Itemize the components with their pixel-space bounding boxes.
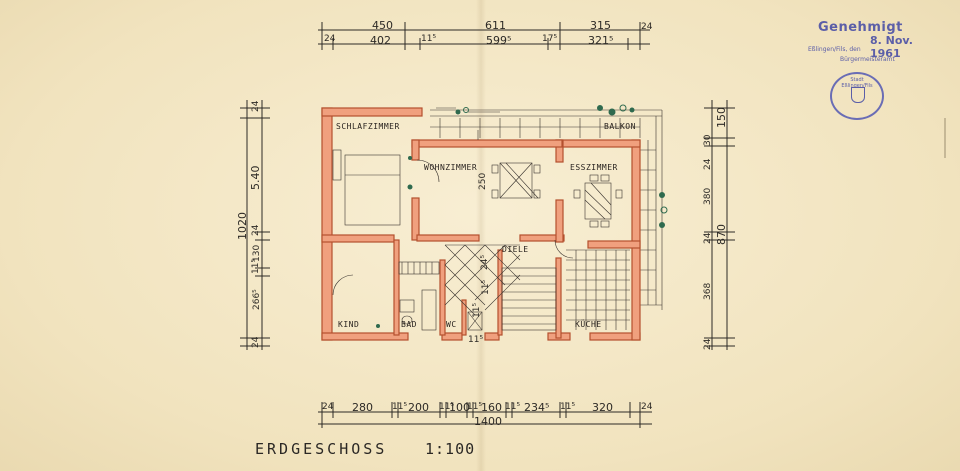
interior-details — [332, 107, 630, 331]
dim-top-3215: 321⁵ — [588, 34, 613, 47]
dim-room-height: 250 — [478, 173, 488, 190]
dim-inner-245: 24⁵ — [480, 255, 490, 270]
drawing-title: ERDGESCHOSS — [255, 440, 388, 458]
seal-text: Stadt Eßlingen/Fils — [841, 77, 873, 89]
label-bad: BAD — [401, 320, 417, 329]
top-dimension-chain: 450 611 315 402 11⁵ 599⁵ 17⁵ 321⁵ 24 24 — [318, 19, 653, 50]
dim-left-24a: 24 — [251, 100, 261, 112]
dim-bottom-100: 100 — [449, 401, 470, 414]
dim-top-115a: 11⁵ — [421, 34, 436, 44]
dim-bottom-320: 320 — [592, 401, 613, 414]
dim-left-24b: 24 — [251, 224, 261, 236]
dim-left-2665: 266⁵ — [252, 289, 262, 310]
dim-bottom-115b: 11⁵ — [439, 402, 454, 412]
dim-top-5995: 599⁵ — [486, 34, 511, 47]
dim-inner-115c: 11⁵ — [468, 335, 483, 345]
dim-top-175: 17⁵ — [542, 34, 557, 44]
right-dimension-chain: 150 30 24 380 24 368 24 870 — [703, 100, 735, 350]
dim-bottom-115e: 11⁵ — [560, 402, 575, 412]
dim-top-24-left: 24 — [324, 34, 336, 44]
inner-dimensions: 250 24⁵ 11⁵ 11⁵ 11⁵ — [468, 173, 491, 345]
dim-bottom-115a: 11⁵ — [392, 402, 407, 412]
dim-left-130: 130 — [252, 245, 262, 262]
seal-shield-icon — [851, 87, 865, 103]
stamp-office: Bürgermeisteramt — [840, 56, 895, 63]
stamp-place: Eßlingen/Fils, den — [808, 46, 861, 53]
dim-bottom-200: 200 — [408, 401, 429, 414]
dim-right-870: 870 — [715, 224, 728, 245]
dim-bottom-115c: 11⁵ — [467, 402, 482, 412]
dim-bottom-280: 280 — [352, 401, 373, 414]
dim-bottom-115d: 11⁵ — [505, 402, 520, 412]
city-seal: Stadt Eßlingen/Fils — [830, 72, 884, 120]
dim-right-380: 380 — [703, 188, 713, 205]
stamp-date: 8. Nov. 1961 — [870, 34, 913, 60]
balcony: BALKON — [430, 104, 668, 310]
walls — [321, 107, 641, 341]
edge-mark — [944, 118, 946, 158]
dim-top-611: 611 — [485, 19, 506, 32]
dim-bottom-24b: 24 — [641, 402, 653, 412]
dim-bottom-24a: 24 — [322, 402, 334, 412]
drawing-scale: 1:100 — [425, 440, 476, 458]
label-wohnzimmer: WOHNZIMMER — [424, 163, 477, 172]
dim-right-24c: 24 — [703, 338, 713, 350]
dim-right-368: 368 — [703, 283, 713, 300]
dim-top-315: 315 — [590, 19, 611, 32]
label-esszimmer: ESSZIMMER — [570, 163, 618, 172]
label-wc: WC — [446, 320, 457, 329]
label-schlafzimmer: SCHLAFZIMMER — [336, 122, 400, 131]
dim-top-450: 450 — [372, 19, 393, 32]
label-balkon: BALKON — [604, 122, 636, 131]
dim-left-1020: 1020 — [236, 212, 249, 240]
dim-left-24c: 24 — [251, 336, 261, 348]
left-dimension-chain: 24 5.40 24 130 11⁵ 266⁵ 24 1020 — [236, 100, 270, 350]
bottom-dimension-chain: 24 280 11⁵ 200 11⁵ 100 11⁵ 160 11⁵ 234⁵ … — [318, 401, 653, 428]
dim-right-30: 30 — [703, 134, 713, 146]
dim-inner-115a: 11⁵ — [481, 280, 491, 295]
dim-top-402: 402 — [370, 34, 391, 47]
page-fold — [476, 0, 486, 471]
dim-right-24b: 24 — [703, 232, 713, 244]
dim-left-540: 5.40 — [249, 166, 262, 191]
approval-stamp: Genehmigt 8. Nov. 1961 Eßlingen/Fils, de… — [808, 20, 933, 75]
stamp-title: Genehmigt — [818, 20, 903, 35]
dim-inner-115b: 11⁵ — [472, 303, 482, 318]
label-diele: DIELE — [502, 245, 529, 254]
dim-bottom-2345: 234⁵ — [524, 401, 549, 414]
dim-right-24a: 24 — [703, 158, 713, 170]
dim-left-115: 11⁵ — [251, 259, 261, 274]
label-kueche: KÜCHE — [575, 319, 602, 329]
room-labels: SCHLAFZIMMER WOHNZIMMER ESSZIMMER DIELE … — [336, 122, 618, 329]
dim-right-150: 150 — [715, 107, 728, 128]
dim-bottom-160: 160 — [481, 401, 502, 414]
dim-top-24-right: 24 — [641, 22, 653, 32]
label-kind: KIND — [338, 320, 359, 329]
dim-bottom-1400: 1400 — [474, 415, 502, 428]
